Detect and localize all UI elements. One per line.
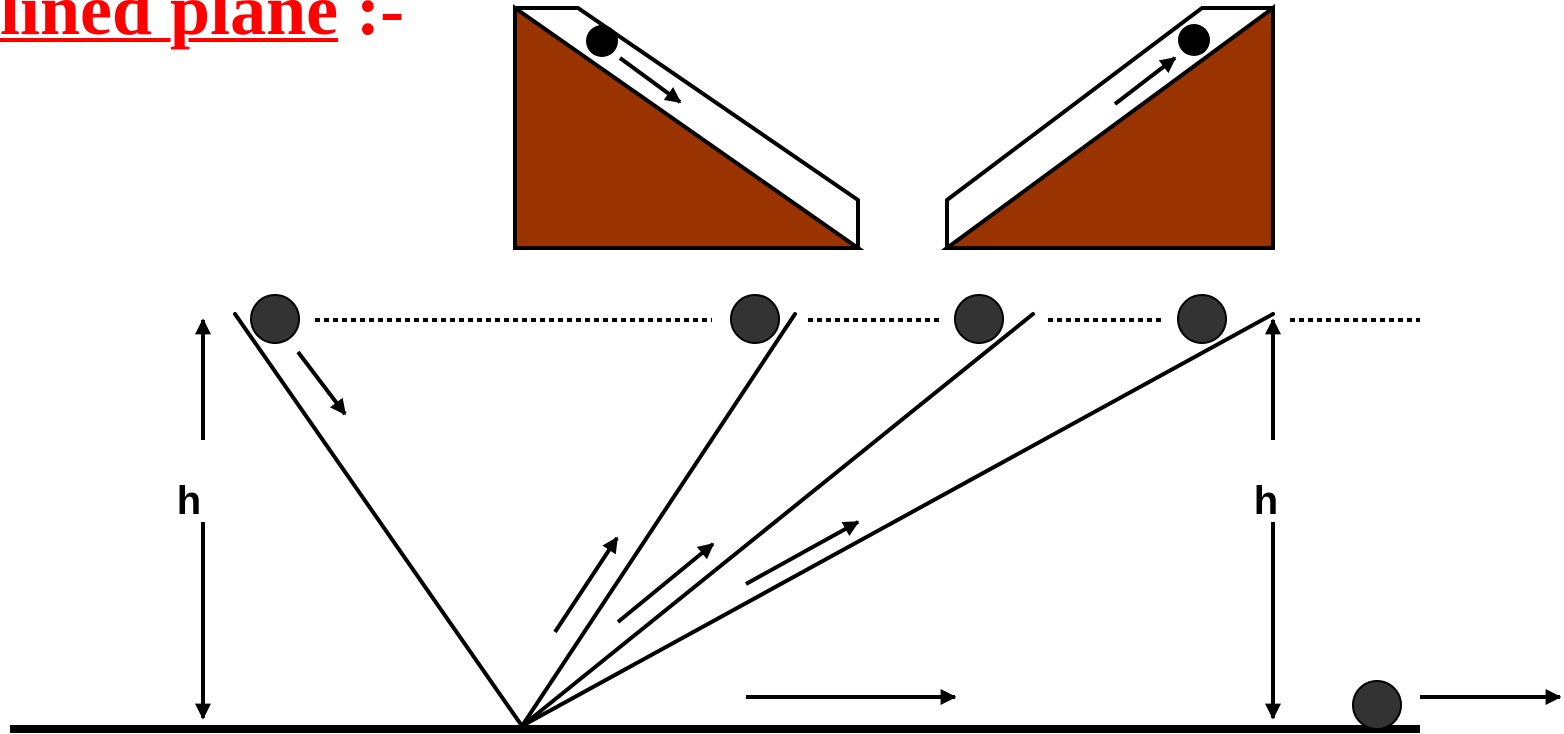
ball-shallow-incline-top [1177,294,1227,344]
ascent-incline-shallow [520,312,1275,728]
arrow-icon-medium-ascent [616,542,715,624]
ascent-incline-medium [520,312,1035,728]
ball-steep-incline-top [730,294,780,344]
motion-arrows [296,350,1562,705]
ascent-incline-steep [520,312,797,728]
ball-on-ground [1352,680,1402,730]
left-wedge [513,4,865,250]
arrow-icon-steep-ascent [553,536,619,634]
title-text: lined plane [0,0,339,50]
left-block-arrow-down [618,56,682,104]
height-label-right: h [1254,479,1278,523]
descent-incline [233,312,524,728]
height-label-left: h [177,479,201,523]
balls [250,294,1402,730]
left-incline-block [513,4,865,250]
right-block-ball [1178,24,1210,56]
right-incline-block [940,4,1275,250]
right-block-arrow-up [1113,56,1177,106]
right-wedge [940,4,1275,250]
incline-lines [233,312,1275,728]
arrow-icon-shallow-ascent [745,520,860,586]
title-separator: :- [356,0,405,50]
ball-medium-incline-top [954,294,1004,344]
page-title: lined plane :- [0,0,404,46]
ball-start [250,294,300,344]
left-block-ball [586,25,618,57]
arrow-icon-descent [296,350,347,416]
